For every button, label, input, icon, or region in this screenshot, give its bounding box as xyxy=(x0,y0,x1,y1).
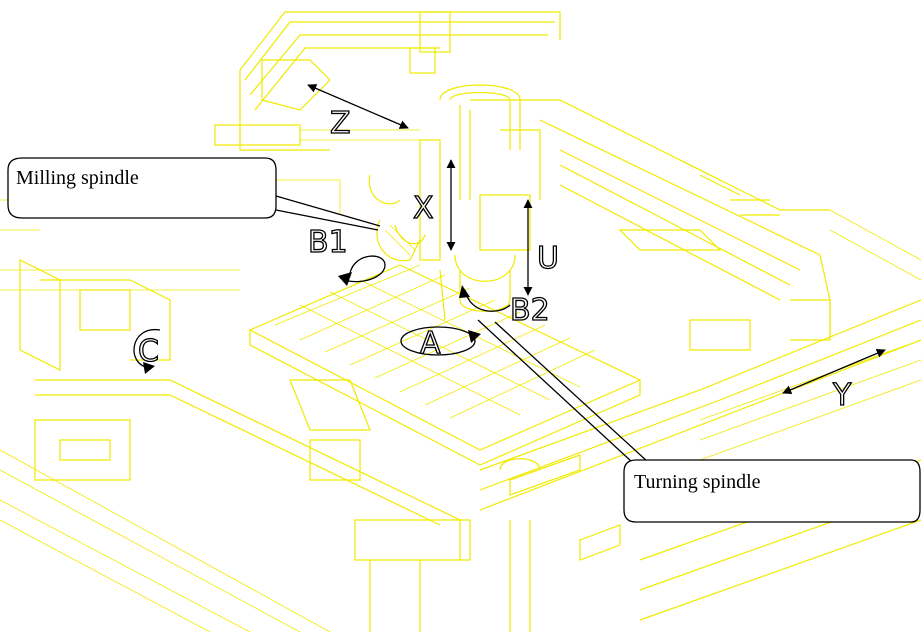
z-axis-arrow xyxy=(307,84,409,129)
a-rotation-arrow xyxy=(400,326,476,356)
milling-spindle-callout: Milling spindle xyxy=(7,157,381,231)
z-axis-label: Z xyxy=(330,106,351,141)
rear-gantry xyxy=(214,11,561,151)
turning-spindle-callout-box xyxy=(623,459,921,523)
b2-axis-label: B2 xyxy=(510,293,550,328)
y-axis-arrow xyxy=(782,348,886,395)
machine-drawing xyxy=(0,11,921,632)
x-axis-label: X xyxy=(413,191,434,226)
milling-spindle-leader xyxy=(275,195,381,231)
c-rotation-arrow xyxy=(133,329,161,369)
milling-spindle-callout-box xyxy=(7,157,277,219)
c-axis-carriage xyxy=(0,259,471,632)
u-axis-label: U xyxy=(537,241,559,276)
b1-axis-label: B1 xyxy=(308,225,348,260)
a-rotation-arrowhead xyxy=(468,330,481,343)
c-axis-label: C xyxy=(138,334,159,369)
a-axis-label: A xyxy=(420,326,441,361)
b1-rotation-arrowhead xyxy=(338,272,352,286)
y-axis-label: Y xyxy=(832,378,852,413)
spindle-column xyxy=(419,84,541,321)
milling-spindle-label: Milling spindle xyxy=(16,167,139,189)
right-gantry xyxy=(470,99,831,351)
turning-spindle-leader xyxy=(477,319,649,463)
turning-spindle-label: Turning spindle xyxy=(634,471,761,493)
machine-table xyxy=(248,264,642,466)
annotations: Z X U Y B1 B2 A C Milling spindle xyxy=(7,84,921,523)
turning-spindle-callout: Turning spindle xyxy=(477,319,921,523)
milling-head xyxy=(368,174,426,262)
b2-rotation-arrowhead xyxy=(459,285,470,298)
c-rotation-arrowhead xyxy=(143,362,155,374)
base-frame xyxy=(0,179,921,632)
b1-rotation-arrow xyxy=(344,255,386,283)
